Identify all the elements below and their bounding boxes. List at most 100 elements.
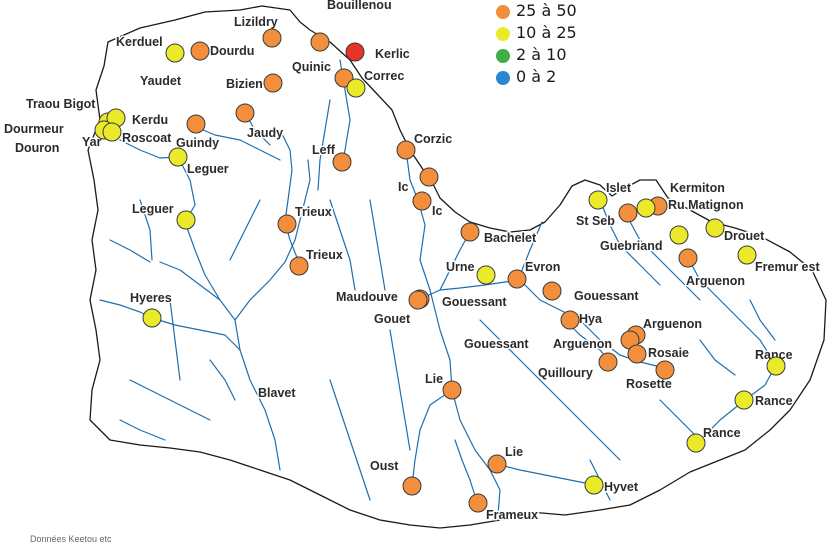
- station-marker[interactable]: [476, 265, 496, 285]
- station-marker[interactable]: [560, 310, 580, 330]
- station-marker[interactable]: [460, 222, 480, 242]
- station-marker[interactable]: [419, 167, 439, 187]
- station-marker[interactable]: [190, 41, 210, 61]
- station-marker[interactable]: [737, 245, 757, 265]
- station-label: Gouessant: [442, 295, 507, 309]
- station-marker[interactable]: [678, 248, 698, 268]
- station-marker[interactable]: [396, 140, 416, 160]
- station-label: Kerlic: [375, 47, 410, 61]
- station-marker[interactable]: [669, 225, 689, 245]
- station-label: Oust: [370, 459, 399, 473]
- legend-swatch-icon: [496, 5, 510, 19]
- station-label: Bachelet: [484, 231, 537, 245]
- station-label: Hya: [579, 312, 603, 326]
- station-marker[interactable]: [542, 281, 562, 301]
- station-marker[interactable]: [262, 28, 282, 48]
- station-marker[interactable]: [332, 152, 352, 172]
- station-label: Ru Matignon: [668, 198, 744, 212]
- legend-label: 25 à 50: [516, 1, 577, 20]
- station-label: Correc: [364, 69, 404, 83]
- station-marker[interactable]: [442, 380, 462, 400]
- station-marker[interactable]: [584, 475, 604, 495]
- station-label: Rance: [703, 426, 741, 440]
- station-label: Dourmeur: [4, 122, 64, 136]
- station-label: Yaudet: [140, 74, 182, 88]
- station-marker[interactable]: [263, 73, 283, 93]
- station-label: Lizildry: [234, 15, 278, 29]
- legend-label: 10 à 25: [516, 23, 577, 42]
- station-marker[interactable]: [408, 290, 428, 310]
- station-marker[interactable]: [186, 114, 206, 134]
- legend-swatch-icon: [496, 27, 510, 41]
- station-label: Kerdu: [132, 113, 168, 127]
- station-marker[interactable]: [468, 493, 488, 513]
- station-marker[interactable]: [618, 203, 638, 223]
- station-marker[interactable]: [277, 214, 297, 234]
- station-label: Yar: [82, 135, 102, 149]
- station-label: Frameux: [486, 508, 538, 522]
- station-marker[interactable]: [176, 210, 196, 230]
- station-label: Hyeres: [130, 291, 172, 305]
- station-label: Rance: [755, 394, 793, 408]
- station-marker[interactable]: [487, 454, 507, 474]
- station-label: Urne: [446, 260, 475, 274]
- station-label: Douron: [15, 141, 59, 155]
- station-label: Hyvet: [604, 480, 639, 494]
- station-markers: [94, 28, 786, 513]
- station-label: Rosette: [626, 377, 672, 391]
- station-label: Trieux: [306, 248, 343, 262]
- source-note: Données Keetou etc: [30, 534, 112, 544]
- station-label: Ic: [432, 204, 442, 218]
- station-marker[interactable]: [345, 42, 365, 62]
- station-label: Roscoat: [122, 131, 172, 145]
- station-marker[interactable]: [598, 352, 618, 372]
- station-marker[interactable]: [588, 190, 608, 210]
- station-label: Gouessant: [574, 289, 639, 303]
- station-label: Arguenon: [553, 337, 612, 351]
- station-marker[interactable]: [289, 256, 309, 276]
- station-label: Bizien: [226, 77, 263, 91]
- station-marker[interactable]: [636, 198, 656, 218]
- station-marker[interactable]: [168, 147, 188, 167]
- station-label: Corzic: [414, 132, 452, 146]
- station-marker[interactable]: [412, 191, 432, 211]
- station-label: Guebriand: [600, 239, 663, 253]
- legend-swatch-icon: [496, 49, 510, 63]
- station-label: Kermiton: [670, 181, 725, 195]
- station-label: Jaudy: [247, 126, 283, 140]
- station-label: Lie: [425, 372, 443, 386]
- station-label: Trieux: [295, 205, 332, 219]
- station-label: Quinic: [292, 60, 331, 74]
- station-label: Quilloury: [538, 366, 593, 380]
- legend-label: 2 à 10: [516, 45, 567, 64]
- station-marker[interactable]: [734, 390, 754, 410]
- station-marker[interactable]: [655, 360, 675, 380]
- station-marker[interactable]: [686, 433, 706, 453]
- station-label: Rosaie: [648, 346, 689, 360]
- legend-label: 0 à 2: [516, 67, 557, 86]
- station-marker[interactable]: [627, 344, 647, 364]
- river-network: [99, 59, 777, 516]
- station-marker[interactable]: [507, 269, 527, 289]
- station-label: Guindy: [176, 136, 219, 150]
- station-marker[interactable]: [165, 43, 185, 63]
- station-marker[interactable]: [102, 122, 122, 142]
- station-label: Blavet: [258, 386, 296, 400]
- legend-swatch-icon: [496, 71, 510, 85]
- station-marker[interactable]: [705, 218, 725, 238]
- station-label: Rance: [755, 348, 793, 362]
- station-label: Gouet: [374, 312, 411, 326]
- station-marker[interactable]: [402, 476, 422, 496]
- station-marker[interactable]: [142, 308, 162, 328]
- station-label: Islet: [606, 181, 632, 195]
- station-marker[interactable]: [346, 78, 366, 98]
- station-label: Dourdu: [210, 44, 254, 58]
- station-labels: LizildryBouillenouKerlicKerduelDourduQui…: [3, 0, 822, 524]
- station-marker[interactable]: [766, 356, 786, 376]
- station-label: Maudouve: [336, 290, 398, 304]
- station-label: St Seb: [576, 214, 615, 228]
- station-label: Gouessant: [464, 337, 529, 351]
- station-marker[interactable]: [310, 32, 330, 52]
- station-marker[interactable]: [235, 103, 255, 123]
